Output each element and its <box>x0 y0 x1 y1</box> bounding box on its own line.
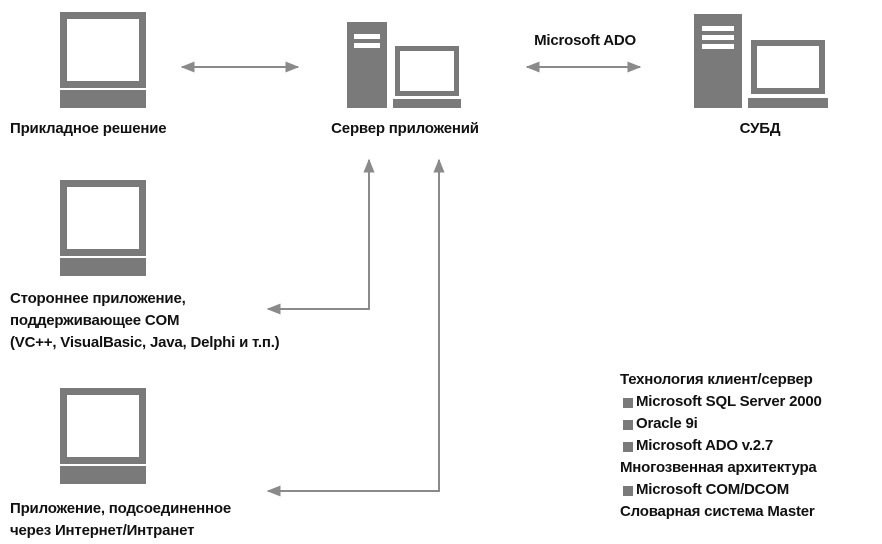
arrow-server-third-party <box>266 158 375 315</box>
square-bullet-icon <box>623 486 633 496</box>
legend-heading-client-server: Технология клиент/сервер <box>620 371 813 388</box>
label-client-app: Прикладное решение <box>10 120 167 137</box>
square-bullet-icon <box>623 420 633 430</box>
label-third-party-line1: Стороннее приложение, <box>10 290 186 307</box>
square-bullet-icon <box>623 442 633 452</box>
arrow-server-internet <box>266 158 445 497</box>
technology-legend: Технология клиент/сервер Microsoft SQL S… <box>620 369 822 523</box>
legend-heading-master: Словарная система Master <box>620 503 815 520</box>
legend-item: Microsoft SQL Server 2000 <box>620 391 822 413</box>
legend-item: Oracle 9i <box>620 413 822 435</box>
legend-item: Microsoft COM/DCOM <box>620 479 822 501</box>
label-app-server: Сервер приложений <box>331 120 479 137</box>
label-connection-ado: Microsoft ADO <box>534 32 636 49</box>
server-icon-app-server <box>347 22 461 108</box>
monitor-icon-third-party <box>60 180 146 276</box>
label-third-party-line2: поддерживающее COM <box>10 312 180 329</box>
legend-heading-multitier: Многозвенная архитектура <box>620 459 817 476</box>
label-third-party: Стороннее приложение, поддерживающее COM… <box>10 288 280 354</box>
square-bullet-icon <box>623 398 633 408</box>
label-third-party-line3: (VC++, VisualBasic, Java, Delphi и т.п.) <box>10 334 280 351</box>
server-icon-dbms <box>694 14 828 108</box>
monitor-icon-client <box>60 12 146 108</box>
label-internet-app-line1: Приложение, подсоединенное <box>10 500 231 517</box>
label-internet-app-line2: через Интернет/Интранет <box>10 522 195 539</box>
legend-item: Microsoft ADO v.2.7 <box>620 435 822 457</box>
monitor-icon-internet <box>60 388 146 484</box>
label-internet-app: Приложение, подсоединенное через Интерне… <box>10 498 231 542</box>
label-dbms: СУБД <box>739 120 781 137</box>
